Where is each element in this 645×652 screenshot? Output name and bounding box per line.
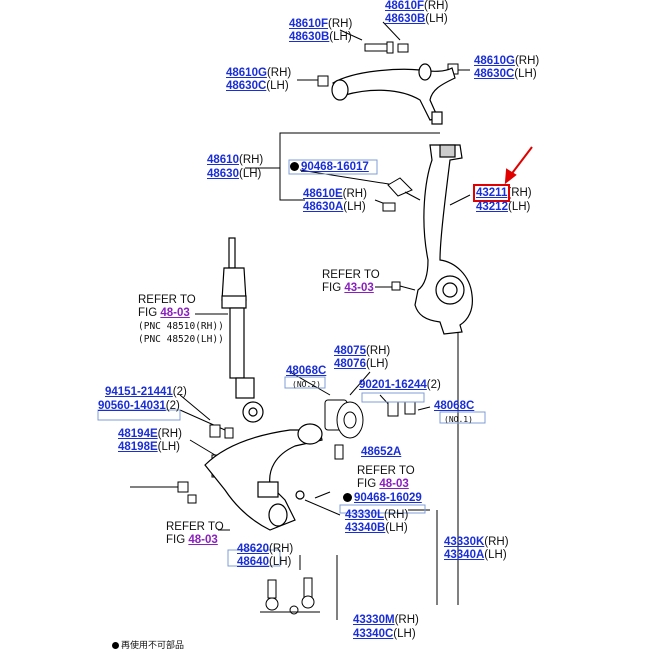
legend-text: 再使用不可部品: [121, 640, 185, 650]
part-link-90468-16017[interactable]: 90468-16017: [301, 161, 369, 173]
callout-43211: 43211(RH): [472, 184, 532, 202]
part-link-43340C[interactable]: 43340C: [353, 628, 394, 640]
part-link-48610G-left[interactable]: 48610G: [226, 67, 267, 79]
part-link-48198E[interactable]: 48198E: [118, 441, 158, 453]
part-link-48610[interactable]: 48610: [207, 154, 239, 166]
callout-90468-16017: 90468-16017: [290, 161, 369, 174]
fig-link-48-03-b[interactable]: 48-03: [379, 478, 409, 490]
part-link-48630A[interactable]: 48630A: [303, 201, 344, 213]
callout-48068C-no2: 48068C (NO.2): [286, 365, 327, 389]
callout-48630C-left: 48630C(LH): [226, 80, 289, 92]
callout-48194E: 48194E(RH): [118, 428, 182, 440]
part-link-90201-16244[interactable]: 90201-16244: [359, 379, 427, 391]
part-link-48194E[interactable]: 48194E: [118, 428, 158, 440]
part-link-43211-highlighted[interactable]: 43211: [472, 184, 511, 202]
callout-90201-16244: 90201-16244(2): [359, 379, 441, 391]
callout-43340B: 43340B(LH): [345, 522, 408, 534]
part-link-94151-21441[interactable]: 94151-21441: [105, 386, 173, 398]
refer-to-48-03-shock: REFER TO FIG 48-03 (PNC 48510(RH)) (PNC …: [138, 294, 224, 345]
refer-to-43-03: REFER TO FIG 43-03: [322, 269, 380, 294]
callout-43340C: 43340C(LH): [353, 628, 416, 640]
callout-48198E: 48198E(LH): [118, 441, 181, 453]
pnc-note-lh: (PNC 48520(LH)): [138, 334, 224, 345]
refer-to-text: REFER TO: [322, 269, 380, 281]
part-link-43212[interactable]: 43212: [476, 201, 508, 213]
callout-48075: 48075(RH): [334, 345, 391, 357]
refer-to-48-03-lower: REFER TO FIG 48-03: [166, 521, 224, 546]
part-link-48068C-no2[interactable]: 48068C: [286, 365, 327, 377]
part-link-43330L[interactable]: 43330L: [345, 509, 385, 521]
part-link-43340A[interactable]: 43340A: [444, 549, 485, 561]
callout-48610E: 48610E(RH): [303, 188, 367, 200]
callout-48630: 48630(LH): [207, 168, 262, 180]
refer-to-48-03-mid: REFER TO FIG 48-03: [357, 465, 415, 490]
callout-48630B: 48630B(LH): [289, 31, 352, 43]
callout-43212: 43212(LH): [476, 201, 531, 213]
callout-43340A: 43340A(LH): [444, 549, 507, 561]
callout-43330L: 43330L(RH): [345, 509, 409, 521]
part-link-48630B-b[interactable]: 48630B: [289, 31, 330, 43]
part-link-48630C-right[interactable]: 48630C: [474, 68, 515, 80]
part-link-48610E[interactable]: 48610E: [303, 188, 343, 200]
part-link-90560-14031[interactable]: 90560-14031: [98, 400, 166, 412]
callout-43330M: 43330M(RH): [353, 614, 419, 626]
fig-link-48-03-a[interactable]: 48-03: [160, 307, 190, 319]
callout-48610F-top: 48610F(RH): [385, 0, 449, 12]
part-link-48075[interactable]: 48075: [334, 345, 366, 357]
non-reusable-dot-icon: [112, 642, 119, 649]
callout-48630A: 48630A(LH): [303, 201, 366, 213]
part-link-48068C-no1[interactable]: 48068C: [434, 400, 475, 412]
callout-43330K: 43330K(RH): [444, 536, 509, 548]
part-link-48630C-left[interactable]: 48630C: [226, 80, 267, 92]
part-link-48610G-right[interactable]: 48610G: [474, 55, 515, 67]
part-link-48076[interactable]: 48076: [334, 358, 366, 370]
part-link-90468-16029[interactable]: 90468-16029: [354, 492, 422, 504]
callout-48630C-right: 48630C(LH): [474, 68, 537, 80]
callout-48652A: 48652A: [361, 446, 401, 459]
part-link-48630[interactable]: 48630: [207, 168, 239, 180]
callout-48610G-left: 48610G(RH): [226, 67, 292, 79]
callout-48076: 48076(LH): [334, 358, 389, 370]
part-link-48640[interactable]: 48640: [237, 556, 269, 568]
callout-48620: 48620(RH): [237, 543, 294, 555]
part-link-48652A[interactable]: 48652A: [361, 446, 402, 458]
fig-link-48-03-c[interactable]: 48-03: [188, 534, 218, 546]
part-link-48610F-b[interactable]: 48610F: [289, 18, 329, 30]
callout-48068C-no1: 48068C (NO.1): [434, 400, 475, 424]
callout-48610F: 48610F(RH): [289, 18, 353, 30]
callout-90468-16029: 90468-16029: [343, 492, 422, 505]
part-link-48630B[interactable]: 48630B: [385, 13, 426, 25]
callout-48630B-top: 48630B(LH): [385, 13, 448, 25]
pnc-note-rh: (PNC 48510(RH)): [138, 321, 224, 332]
legend-non-reusable: 再使用不可部品: [112, 639, 184, 652]
part-link-43330M[interactable]: 43330M: [353, 614, 395, 626]
callout-48640: 48640(LH): [237, 556, 292, 568]
callout-94151-21441: 94151-21441(2): [105, 386, 187, 398]
part-link-48620[interactable]: 48620: [237, 543, 269, 555]
callout-48610G-right: 48610G(RH): [474, 55, 540, 67]
part-link-43340B[interactable]: 43340B: [345, 522, 386, 534]
callout-90560-14031: 90560-14031(2): [98, 400, 180, 412]
part-link-43330K[interactable]: 43330K: [444, 536, 485, 548]
callout-48610: 48610(RH): [207, 154, 264, 166]
non-reusable-dot-icon: [290, 162, 299, 171]
non-reusable-dot-icon: [343, 493, 352, 502]
part-link-48610F[interactable]: 48610F: [385, 0, 425, 12]
fig-link-43-03[interactable]: 43-03: [344, 282, 374, 294]
